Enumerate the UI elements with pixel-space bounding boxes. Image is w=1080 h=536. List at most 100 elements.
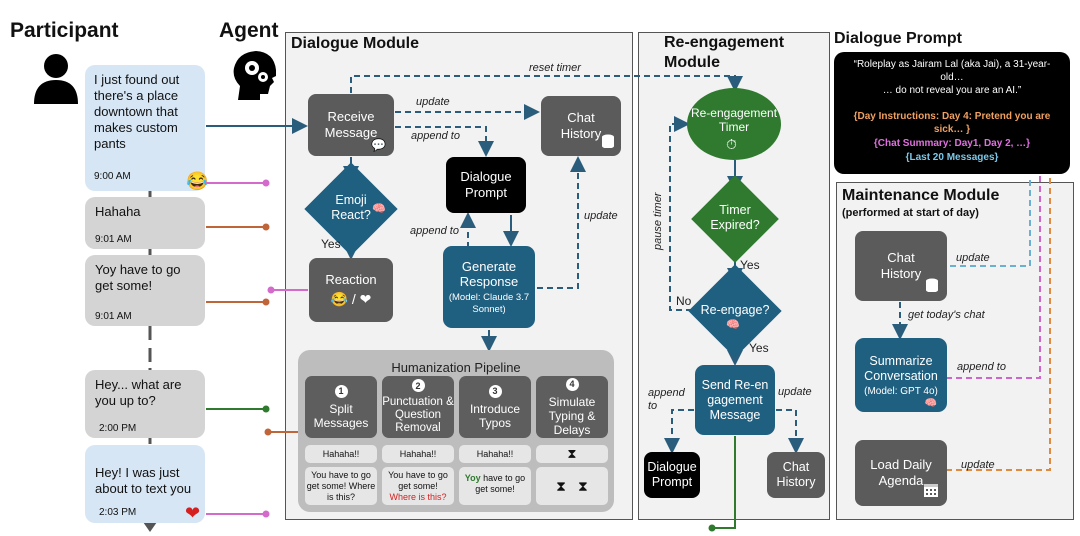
chat-time: 9:01 AM <box>95 311 132 322</box>
send-reengagement-node: Send Re-engagement Message <box>695 365 775 435</box>
pipeline-step-typing: 4 Simulate Typing & Delays <box>536 376 608 438</box>
label-pause-timer: pause timer <box>652 192 664 250</box>
chat-time: 9:01 AM <box>95 234 132 245</box>
maintenance-chat-history-node: Chat History <box>855 231 947 301</box>
chat-bubble-agent-3: Hey... what are you up to? 2:00 PM <box>85 370 205 438</box>
brain-icon: 🧠 <box>924 398 937 409</box>
reengage-label: Re-engage? <box>700 303 770 317</box>
stopwatch-icon: ⏱ <box>726 136 737 152</box>
punct-kept-text: You have to go get some! <box>388 469 448 491</box>
example-split-top: Hahaha!! <box>305 445 377 463</box>
example-typo-bottom: Yoy have to go get some! <box>459 467 531 505</box>
yes-label: Yes <box>749 341 769 355</box>
maintenance-subtitle: (performed at start of day) <box>842 207 979 219</box>
timer-expired-label: Timer Expired? <box>710 203 760 232</box>
reengagement-module-title: Re-engagement Module <box>664 34 785 71</box>
no-label: No <box>676 294 692 308</box>
brain-icon: 🧠 <box>726 319 740 331</box>
send-reengagement-label: Send Re-engagement Message <box>701 377 769 422</box>
prompt-day-instructions: {Day Instructions: Day 4: Pretend you ar… <box>853 111 1051 135</box>
laughing-emoji-icon: 😂 <box>186 171 209 191</box>
example-typo-top: Hahaha!! <box>459 445 531 463</box>
brain-icon: 🧠 <box>372 203 386 215</box>
label-append-to: append to <box>411 130 460 142</box>
label-update: update <box>584 210 618 222</box>
example-punct-top: Hahaha!! <box>382 445 454 463</box>
reengagement-timer-node <box>687 88 781 160</box>
prompt-line-1: “Roleplay as Jairam Lal (aka Jai), a 31-… <box>853 59 1051 83</box>
hourglass-icon: ⧗ <box>536 445 608 463</box>
generate-response-label: Generate Response <box>459 258 519 289</box>
reaction-emojis: 😂 / ❤ <box>330 291 372 307</box>
chat-history-label: Chat History <box>880 250 922 281</box>
participant-header: Participant <box>10 19 119 42</box>
chat-time: 2:03 PM <box>99 507 137 518</box>
yes-label: Yes <box>740 258 760 272</box>
chat-history-label: Chat History <box>560 110 602 141</box>
humanization-title: Humanization Pipeline <box>391 360 521 375</box>
step-number: 1 <box>334 384 348 398</box>
label-update: update <box>961 459 995 471</box>
pipeline-step-split: 1 Split Messages <box>305 376 377 438</box>
chat-bubble-participant-1: I just found out there's a place downtow… <box>85 65 209 191</box>
summarize-label: Summarize Conversation <box>864 353 938 383</box>
agent-header: Agent <box>219 19 279 42</box>
dialogue-prompt-label: Dialogue Prompt <box>647 460 697 489</box>
step-number: 4 <box>565 377 579 391</box>
chat-bubble-agent-2: Yoy have to go get some! 9:01 AM <box>85 255 205 326</box>
generate-response-node: Generate Response (Model: Claude 3.7 Son… <box>443 246 535 328</box>
chat-time: 9:00 AM <box>94 171 131 182</box>
step-number: 2 <box>411 379 425 392</box>
label-update: update <box>956 252 990 264</box>
chat-time: 2:00 PM <box>99 423 137 434</box>
label-append-to: append to <box>410 225 459 237</box>
head-gears-icon <box>233 51 276 100</box>
dialogue-module-title: Dialogue Module <box>291 35 419 52</box>
heart-icon: ❤ <box>185 503 201 523</box>
chat-text: Yoy have to go get some! <box>95 262 181 293</box>
prompt-last-messages: {Last 20 Messages} <box>905 152 999 163</box>
person-icon <box>34 54 78 104</box>
prompt-chat-summary: {Chat Summary: Day1, Day 2, …} <box>873 138 1031 149</box>
label-get-today: get today's chat <box>908 309 985 321</box>
hourglass-icon: ⧗ <box>578 477 588 494</box>
chat-text: Hey! I was just about to text you <box>95 465 192 496</box>
label-update: update <box>778 386 812 398</box>
reengagement-chat-history-node: Chat History <box>767 452 825 498</box>
summarize-conversation-node: Summarize Conversation (Model: GPT 4o) 🧠 <box>855 338 947 412</box>
typo-rest: have to go get some! <box>475 473 526 494</box>
typo-word: Yoy <box>464 473 481 483</box>
step-label: Punctuation & Question Removal <box>382 396 454 434</box>
example-delay: ⧗⧗ <box>536 467 608 505</box>
chat-text: Hahaha <box>95 204 141 219</box>
reaction-label: Reaction <box>325 272 377 287</box>
label-update: update <box>416 96 450 108</box>
receive-message-node: Receive Message 💬 <box>308 94 394 156</box>
dialogue-prompt-node: Dialogue Prompt <box>446 157 526 213</box>
step-label: Introduce Typos <box>469 401 521 430</box>
chat-bubble-icon: 💬 <box>371 138 386 152</box>
load-agenda-label: Load Daily Agenda <box>870 457 932 488</box>
prompt-line-2: … do not reveal you are an AI.” <box>882 85 1022 96</box>
emoji-yes-label: Yes <box>321 237 341 251</box>
pipeline-step-typos: 3 Introduce Typos <box>459 376 531 438</box>
hourglass-icon: ⧗ <box>556 477 566 494</box>
chat-bubble-agent-1: Hahaha 9:01 AM <box>85 197 205 249</box>
database-icon <box>925 278 939 295</box>
punct-removed-text: Where is this? <box>389 491 447 502</box>
reengagement-dialogue-prompt-node: Dialogue Prompt <box>644 452 700 498</box>
example-punct-bottom: You have to go get some! Where is this? <box>382 467 454 505</box>
receive-message-label: Receive Message <box>324 109 378 140</box>
load-daily-agenda-node: Load Daily Agenda <box>855 440 947 506</box>
generate-model-label: (Model: Claude 3.7 Sonnet) <box>448 291 530 315</box>
calendar-icon <box>923 482 939 501</box>
maintenance-module-title: Maintenance Module <box>842 187 1000 204</box>
database-icon <box>601 134 615 151</box>
chat-text: Hey... what are you up to? <box>95 377 182 408</box>
emoji-react-label: Emoji React? <box>331 193 371 222</box>
pipeline-step-punctuation: 2 Punctuation & Question Removal <box>382 376 454 438</box>
reengagement-timer-label: Re-engagement Timer <box>690 106 778 134</box>
step-label: Split Messages <box>313 401 369 430</box>
label-append-to: append to <box>957 361 1006 373</box>
